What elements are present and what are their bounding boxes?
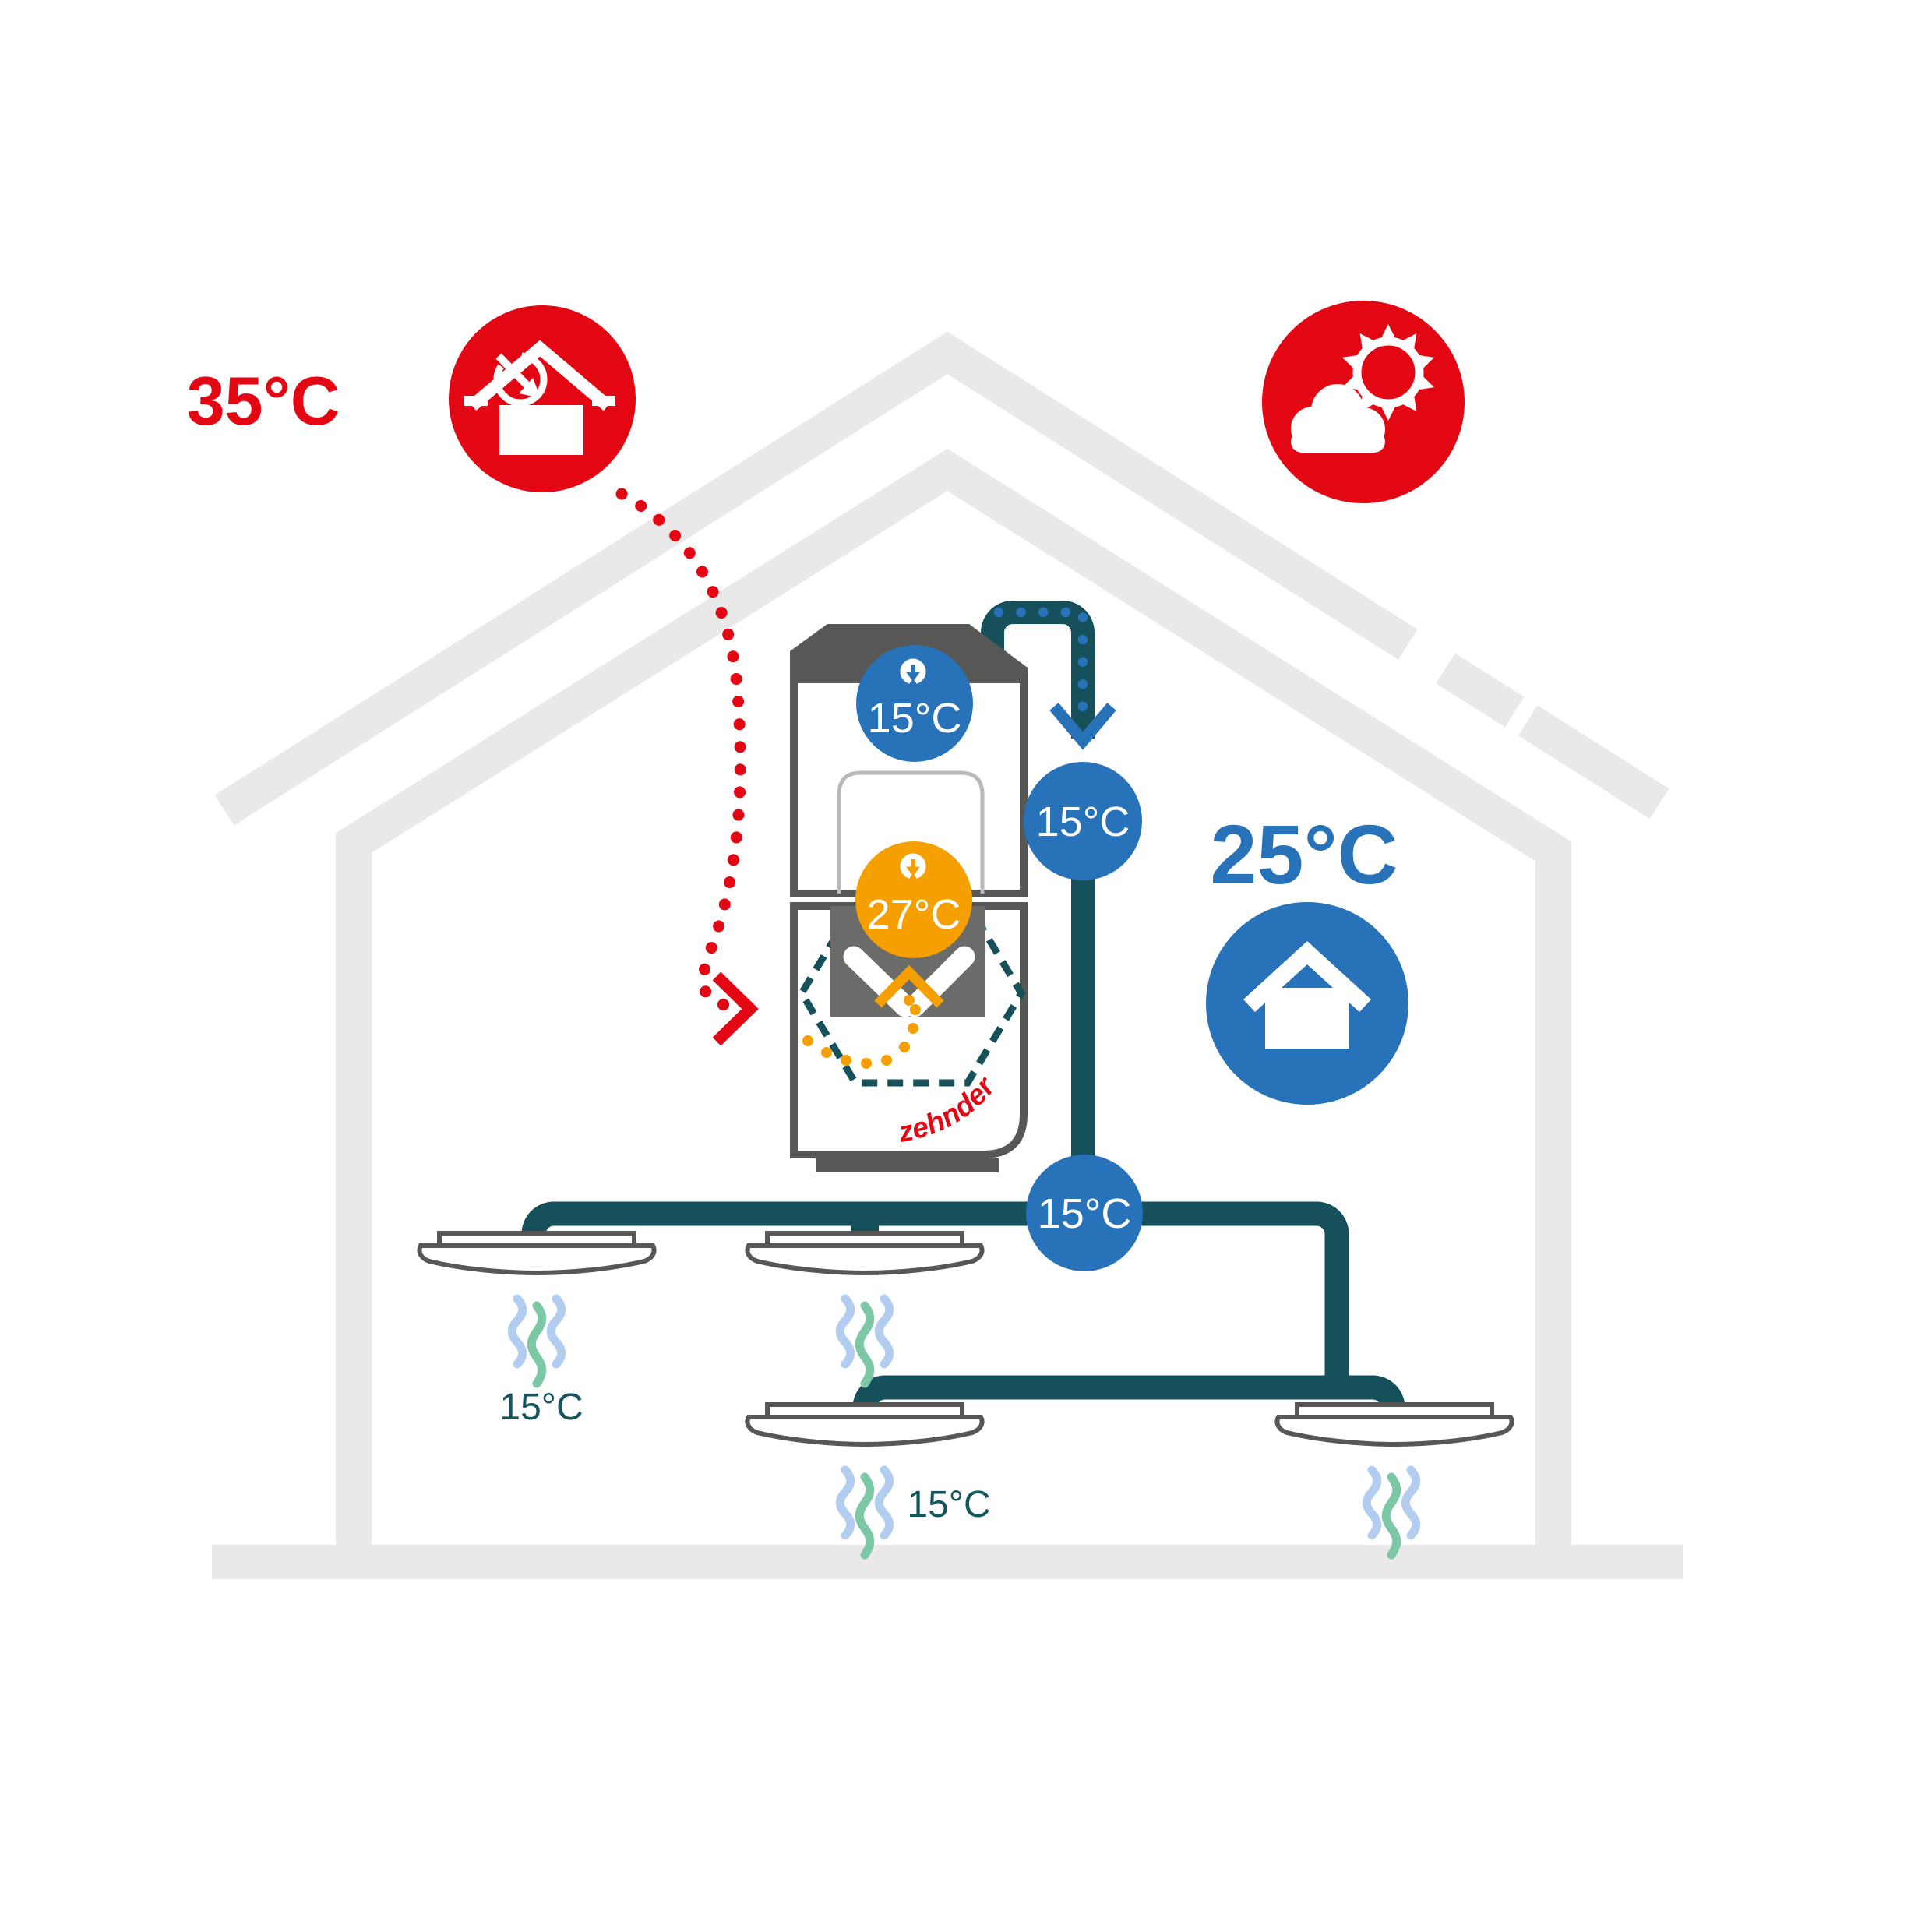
diffuser-4 bbox=[1277, 1405, 1511, 1444]
sun-cloud-icon bbox=[1291, 324, 1437, 453]
diffuser-1 bbox=[419, 1233, 654, 1273]
unit-extract-temp-circle: 27°C bbox=[855, 841, 972, 958]
down-arrow-icon bbox=[1049, 703, 1116, 750]
heat-exchanger-outline bbox=[837, 770, 985, 894]
unit-supply-temp-circle: 15°C bbox=[856, 645, 973, 762]
unit-supply-temp: 15°C bbox=[868, 695, 962, 742]
down-arrow-circle-icon bbox=[900, 658, 926, 686]
exhaust-badge bbox=[449, 305, 636, 492]
walls-inner-line bbox=[336, 448, 1571, 1545]
house-exhaust-arrow-icon bbox=[464, 340, 615, 455]
airflow-dots-orange bbox=[802, 1004, 921, 1069]
exhaust-dotted-path bbox=[615, 488, 746, 1012]
house-icon bbox=[1243, 941, 1371, 1049]
right-chevron-icon bbox=[712, 971, 759, 1046]
fan-blades-icon bbox=[843, 946, 975, 1017]
outdoor-exhaust-group: 35°C bbox=[187, 305, 759, 1046]
ventilation-unit: zehnder bbox=[790, 624, 1028, 1172]
diffuser-3 bbox=[747, 1405, 982, 1444]
indoor-group: 25°C bbox=[1206, 807, 1408, 1105]
duct-temp: 15°C bbox=[1036, 799, 1130, 845]
duct-temp-circle: 15°C bbox=[1024, 762, 1142, 880]
up-chevron-icon bbox=[874, 964, 944, 1008]
room-temp-label-left: 15°C bbox=[499, 1387, 583, 1428]
diffuser-2 bbox=[747, 1233, 982, 1273]
outdoor-temp-label: 35°C bbox=[187, 362, 340, 439]
down-arrow-circle-icon bbox=[900, 853, 926, 880]
weather-group bbox=[1262, 301, 1465, 503]
main-duct bbox=[521, 1201, 1349, 1394]
room-temp-label-bottom: 15°C bbox=[907, 1484, 990, 1525]
lower-duct bbox=[852, 1375, 1405, 1412]
chevron-dot bbox=[904, 995, 915, 1006]
roof-outer-line bbox=[214, 331, 1677, 826]
indoor-temp-label: 25°C bbox=[1210, 807, 1398, 901]
junction-temp-circle: 15°C bbox=[1026, 1155, 1143, 1271]
exhaust-duct bbox=[981, 601, 1095, 739]
unit-extract-temp: 27°C bbox=[867, 891, 961, 938]
house-outline bbox=[212, 331, 1683, 1579]
unit-base bbox=[816, 1158, 999, 1172]
junction-temp: 15°C bbox=[1038, 1190, 1132, 1237]
